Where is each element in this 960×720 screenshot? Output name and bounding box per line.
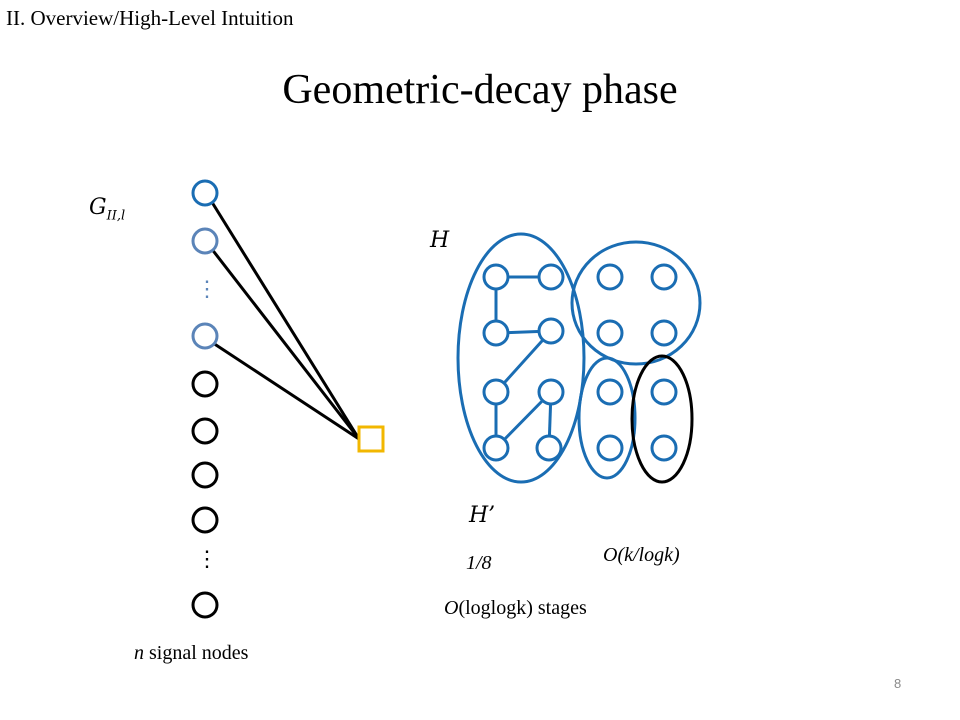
inner-node	[482, 263, 510, 291]
signal-n: n	[134, 642, 144, 664]
signal-node	[191, 461, 219, 489]
inner-edges	[494, 275, 553, 450]
signal-node	[191, 506, 219, 534]
top-right-group-circle	[570, 240, 702, 366]
inner-node	[596, 434, 624, 462]
set-H-prime-ellipse	[630, 354, 694, 484]
inner-node	[650, 263, 678, 291]
inner-nodes	[482, 263, 678, 462]
signal-node	[191, 322, 219, 350]
inner-node	[650, 434, 678, 462]
signal-node	[191, 370, 219, 398]
inner-node	[537, 317, 565, 345]
section-label: II. Overview/High-Level Intuition	[6, 6, 294, 30]
inner-node	[650, 378, 678, 406]
page-number: 8	[894, 676, 902, 691]
inner-node	[482, 319, 510, 347]
set-H-prime-label: H’	[469, 503, 496, 528]
graph-label-base: G	[89, 195, 107, 220]
inner-node	[596, 319, 624, 347]
middle-group-ellipse	[577, 356, 637, 480]
signal-node	[191, 179, 219, 207]
set-ellipses	[456, 232, 702, 484]
complexity-arg: (k/logk)	[617, 544, 680, 566]
graph-label: GII,l	[89, 195, 125, 223]
slide-title: Geometric-decay phase	[282, 67, 678, 113]
complexity-O: O	[603, 544, 618, 566]
signal-node	[191, 417, 219, 445]
fraction-label: 1/8	[466, 552, 492, 574]
blue-ellipsis: ⋮	[196, 276, 218, 301]
complexity-label: O(k/logk)	[603, 544, 680, 567]
inner-node	[596, 378, 624, 406]
inner-node	[537, 263, 565, 291]
signal-edges	[208, 198, 361, 441]
inner-edge	[494, 329, 553, 394]
inner-node	[535, 434, 563, 462]
signal-node-column	[191, 179, 219, 619]
edge-2	[209, 247, 361, 440]
inner-node	[537, 378, 565, 406]
signal-rest: signal nodes	[144, 642, 249, 664]
edge-3	[212, 341, 360, 441]
inner-node	[650, 319, 678, 347]
signal-node	[191, 591, 219, 619]
signal-node	[191, 227, 219, 255]
inner-node	[482, 434, 510, 462]
inner-node	[482, 378, 510, 406]
edge-1	[208, 198, 361, 440]
signal-nodes-label: n signal nodes	[134, 642, 248, 665]
graph-label-subscript: II,l	[106, 208, 126, 224]
black-ellipsis: ⋮	[196, 546, 218, 571]
set-H-label: H	[430, 228, 450, 253]
stages-O: O	[444, 597, 459, 619]
stages-label: O(loglogk) stages	[444, 597, 587, 620]
check-node-square	[357, 425, 385, 453]
inner-node	[596, 263, 624, 291]
set-H-ellipse	[456, 232, 586, 484]
stages-rest: (loglogk) stages	[458, 597, 587, 619]
